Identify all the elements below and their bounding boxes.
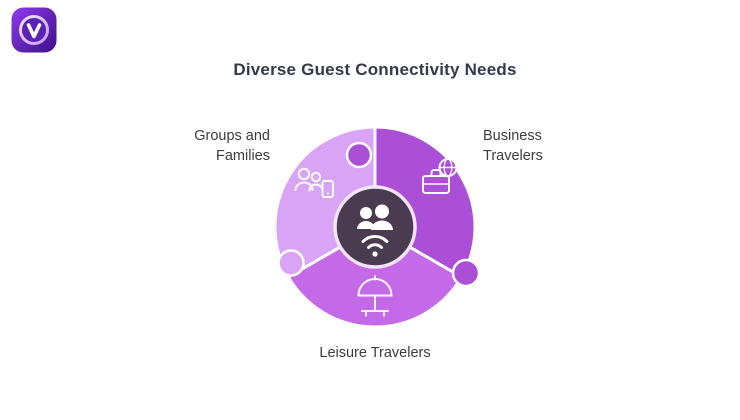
family-with-phone-icon <box>294 167 334 198</box>
page-title: Diverse Guest Connectivity Needs <box>233 60 517 79</box>
guest-group-wifi-icon <box>357 204 393 257</box>
logo-circle <box>19 15 49 45</box>
brand-logo <box>11 7 57 53</box>
logo-v-glyph <box>26 23 42 39</box>
briefcase-globe-icon <box>422 158 458 194</box>
connectivity-puzzle-diagram <box>273 125 481 329</box>
label-groups-and-families: Groups and Families <box>194 128 270 165</box>
puzzle-tab-bottom-right <box>451 258 481 288</box>
puzzle-tab-top <box>345 141 373 169</box>
label-business-travelers: Business Travelers <box>483 128 543 165</box>
label-leisure-travelers: Leisure Travelers <box>319 345 431 361</box>
beach-umbrella-icon <box>357 275 393 317</box>
puzzle-tab-bottom-left <box>277 249 305 277</box>
